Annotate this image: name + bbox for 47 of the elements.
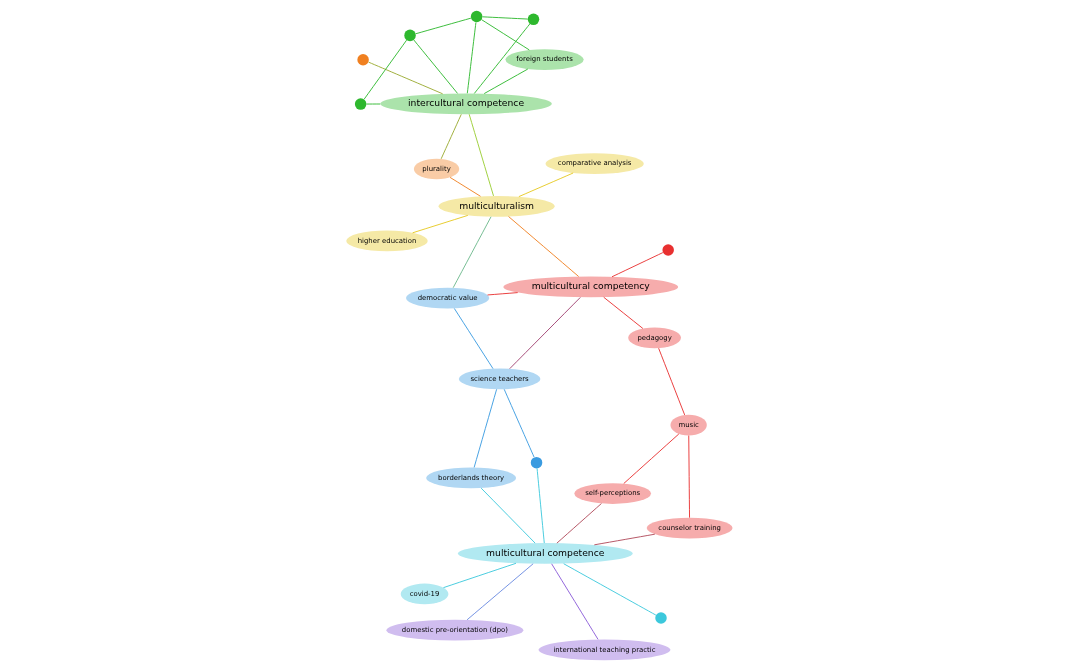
connector [550,563,598,640]
connector [486,292,518,296]
node-circle [470,10,482,23]
connector [365,103,381,105]
node-circle [403,29,416,42]
connector [412,39,458,94]
connector [411,214,468,234]
node-ellipse: multicultural competence [457,543,633,564]
node-circle [654,612,667,624]
connector [453,308,493,370]
connector [657,347,685,416]
connector [687,435,690,519]
connector [367,61,443,95]
connector [508,296,581,370]
connector [480,487,536,544]
connector [593,533,655,546]
connector [480,19,530,51]
node-circle [661,244,674,256]
connector [414,17,471,35]
node-ellipse: multiculturalism [438,195,555,217]
node-circle [356,54,369,66]
connector [503,388,535,458]
connector [449,176,481,197]
connector [466,22,476,94]
connector [517,172,574,198]
node-ellipse: multicultural competency [502,276,678,298]
connector [440,113,462,160]
connector [602,296,643,329]
node-circle [530,456,542,469]
connector [611,252,663,278]
connector [442,562,516,589]
connector [562,563,656,616]
connector [468,113,494,197]
connector [473,388,497,468]
node-circle [527,13,539,26]
connector [481,16,528,20]
connector [363,39,407,100]
connector [622,433,679,485]
connector [473,23,530,94]
node-ellipse: intercultural competence [379,93,552,115]
connector [507,216,579,277]
node-circle [354,98,366,110]
connector [452,216,491,289]
connector [555,503,602,544]
connector [483,68,528,94]
connector [536,468,545,544]
connector [466,563,534,621]
